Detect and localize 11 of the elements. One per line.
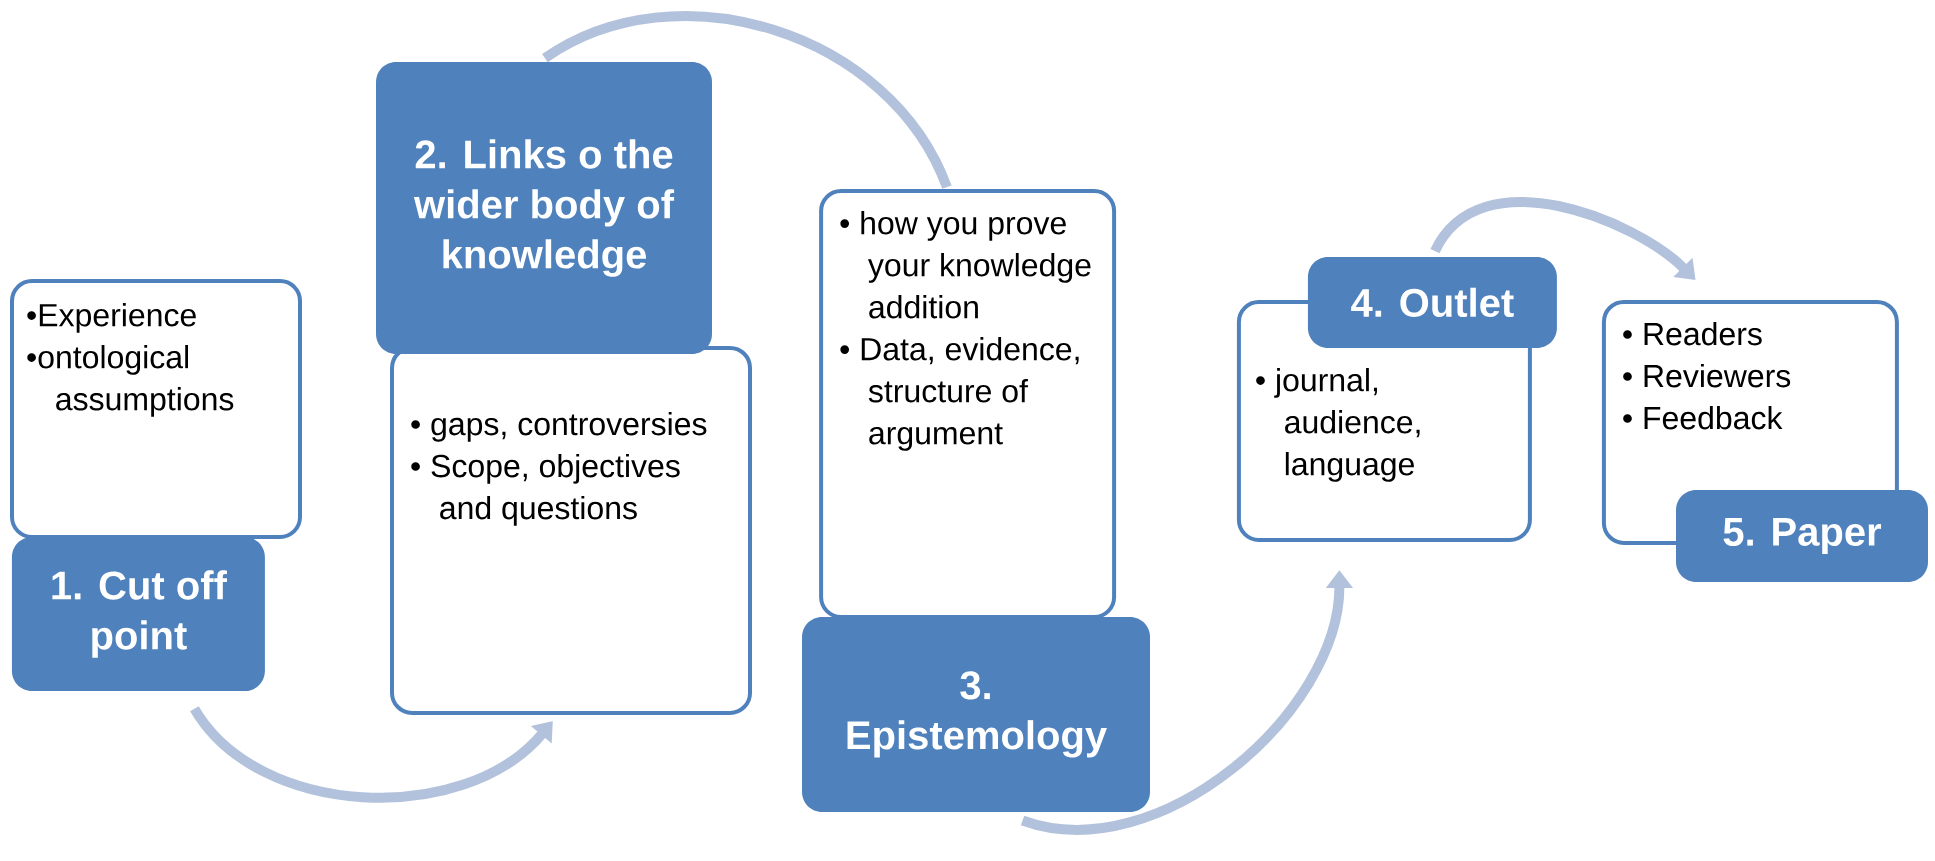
bullet-list-box: •Experience •ontological assumptions bbox=[10, 279, 302, 539]
title-box: 4. Outlet bbox=[1307, 256, 1557, 348]
curved-arrow bbox=[1430, 197, 1696, 280]
bullet-list-box: • how you prove your knowledge addition • Data, evidence, structure of argument bbox=[819, 189, 1117, 619]
title-box: 2. Links o the wider body of knowledge bbox=[376, 62, 712, 354]
title-box: 1. Cut off point bbox=[11, 537, 265, 691]
node-label: 1. Cut off point bbox=[52, 570, 227, 658]
title-box: 3. Epistemology bbox=[802, 616, 1150, 812]
title-box: 5. Paper bbox=[1676, 490, 1928, 582]
bullet-list-box: • gaps, controversies • Scope, objectives and questions bbox=[390, 345, 752, 715]
curved-arrow bbox=[190, 705, 553, 803]
